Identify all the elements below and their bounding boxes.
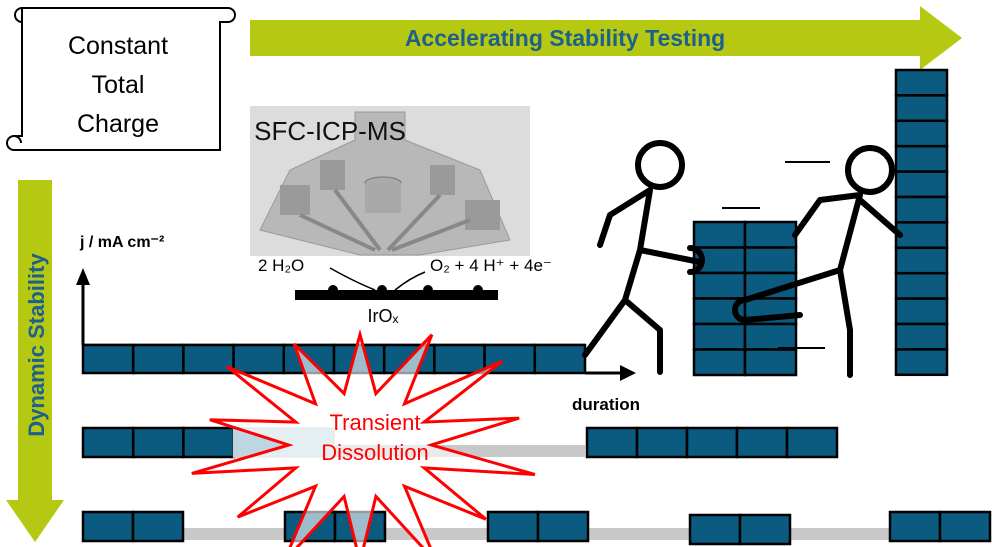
stability-block [533, 343, 587, 375]
walking-person-right [722, 145, 903, 378]
products-label: O₂ + 4 H⁺ + 4e⁻ [430, 256, 552, 275]
stacked-block [743, 348, 798, 377]
sfc-icp-ms-schematic: SFC-ICP-MS 2 H₂O O₂ + 4 H⁺ + 4e⁻ IrOₓ [250, 106, 552, 326]
transient-dissolution-burst: Transient Dissolution [191, 328, 536, 547]
stability-block [688, 513, 742, 546]
tower-block [894, 271, 949, 300]
scroll-banner: Constant Total Charge [6, 7, 236, 151]
stability-block [536, 510, 590, 543]
scroll-line-1: Constant [68, 32, 168, 60]
dynamic-stability-label: Dynamic Stability [24, 253, 49, 437]
stability-block [635, 426, 689, 459]
stability-block [433, 343, 486, 375]
stability-block [486, 510, 540, 543]
instrument-title: SFC-ICP-MS [254, 116, 406, 146]
scroll-line-2: Total [92, 71, 145, 99]
stacked-block [692, 220, 747, 249]
tower-block [894, 94, 949, 123]
reactant-label: 2 H₂O [258, 256, 304, 275]
accelerating-label: Accelerating Stability Testing [405, 25, 725, 51]
accelerating-arrow: Accelerating Stability Testing [250, 6, 962, 70]
walking-person-left [582, 140, 705, 375]
tower-block [894, 144, 949, 173]
x-axis-label: duration [572, 395, 640, 414]
stability-block [738, 513, 792, 546]
tower-block [894, 348, 949, 377]
stability-block [735, 426, 789, 459]
electrode-label: IrOₓ [368, 306, 399, 326]
tower-block [894, 195, 949, 224]
stability-block [81, 426, 135, 459]
stacked-block [743, 246, 798, 275]
tower-block [894, 246, 949, 275]
stability-block [131, 426, 185, 459]
stacked-block [692, 271, 747, 300]
stability-block [131, 343, 185, 375]
stability-block [888, 510, 942, 543]
stability-block [785, 426, 839, 459]
tower-block [894, 68, 949, 97]
tower-block [894, 221, 949, 250]
y-axis-label: j / mA cm⁻² [79, 234, 164, 251]
stability-block [131, 510, 185, 543]
burst-line-1: Transient [330, 410, 421, 435]
dynamic-stability-arrow: Dynamic Stability [6, 180, 64, 542]
stability-block [938, 510, 992, 543]
stacked-block [743, 220, 798, 249]
tower-block [894, 170, 949, 199]
stability-block [182, 426, 235, 459]
stability-block [585, 426, 639, 459]
stacked-block [743, 322, 798, 351]
stability-block [685, 426, 739, 459]
stability-block [182, 343, 235, 375]
tower-block [894, 297, 949, 326]
stability-block [81, 343, 135, 375]
stacked-block [692, 322, 747, 351]
tower-block [894, 322, 949, 351]
burst-line-2: Dissolution [321, 440, 429, 465]
stability-block [81, 510, 135, 543]
stacked-block [692, 348, 747, 377]
scroll-line-3: Charge [77, 110, 159, 138]
tower-block [894, 119, 949, 148]
stability-block [232, 343, 286, 375]
